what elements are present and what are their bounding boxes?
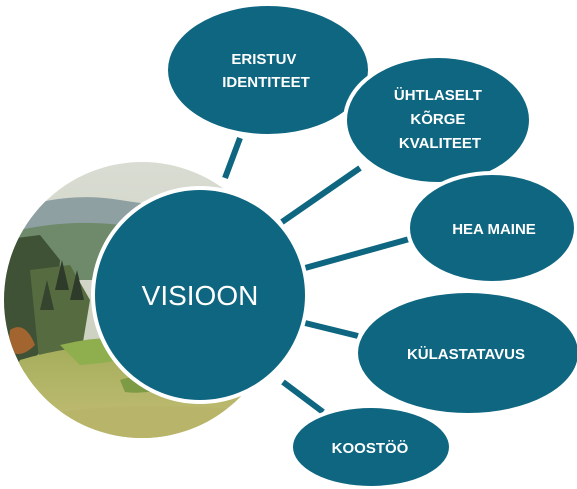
connector-eristuv xyxy=(222,136,243,180)
connector-hea-maine xyxy=(304,235,414,271)
connector-yhtlaselt xyxy=(280,165,362,225)
center-node: VISIOON xyxy=(91,186,309,404)
node-eristuv: ERISTUV IDENTITEET xyxy=(164,2,372,138)
node-koostoo-label: KOOSTÖÖ xyxy=(332,440,409,457)
connector-koostoo xyxy=(281,379,325,415)
node-kulastatavus: KÜLASTATAVUS xyxy=(354,289,577,417)
center-label: VISIOON xyxy=(142,280,259,311)
node-yhtlaselt: ÜHTLASELT KÕRGE KVALITEET xyxy=(343,54,533,186)
node-yhtlaselt-line-2: KÕRGE xyxy=(410,110,465,128)
connector-kulastatavus xyxy=(304,320,359,339)
node-koostoo: KOOSTÖÖ xyxy=(289,404,453,489)
node-kulastatavus-label: KÜLASTATAVUS xyxy=(407,346,525,363)
node-eristuv-line-2: IDENTITEET xyxy=(222,74,310,91)
svg-text:ÜHTLASELT KÕRGE: ÜHTLASELT KÕRGE KVALITEET xyxy=(394,87,486,152)
node-eristuv-line-1: ERISTUV xyxy=(231,51,296,68)
node-yhtlaselt-line-1: ÜHTLASELT xyxy=(394,87,482,104)
node-hea-maine: HEA MAINE xyxy=(406,171,577,285)
connectors xyxy=(222,136,414,415)
node-hea-maine-label: HEA MAINE xyxy=(452,221,536,238)
node-yhtlaselt-line-3: KVALITEET xyxy=(399,135,481,152)
svg-text:ERISTUV IDENTITEET: ERISTUV IDENTITEET xyxy=(222,51,310,91)
